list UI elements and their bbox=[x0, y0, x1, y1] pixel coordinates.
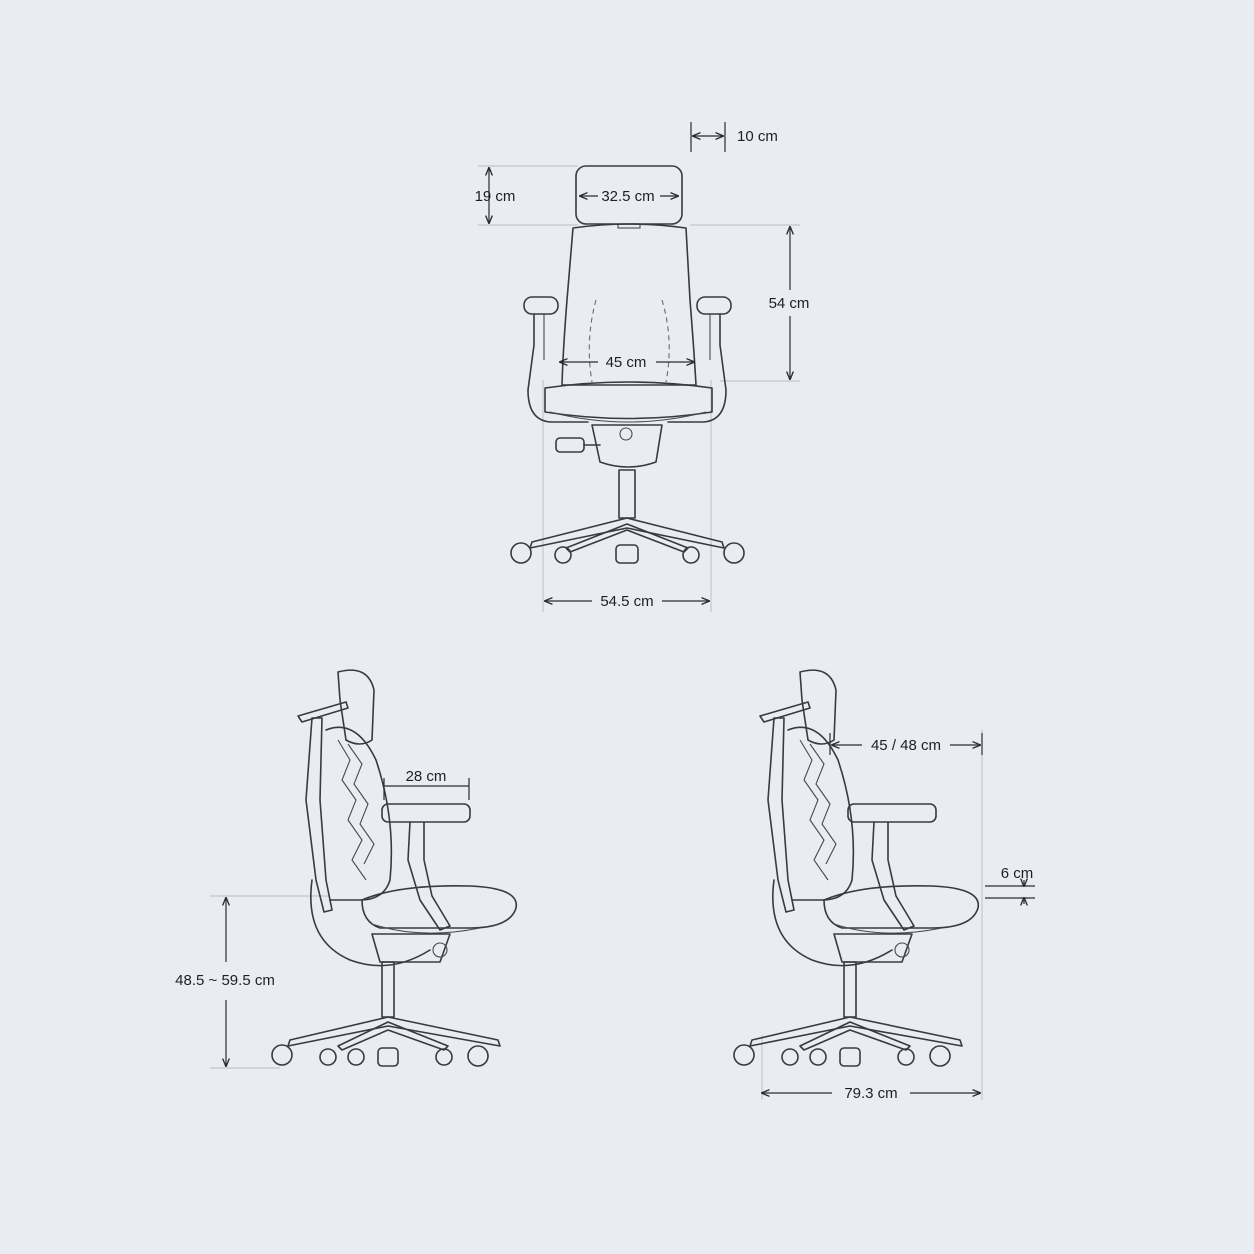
headrest-width-label: 32.5 cm bbox=[601, 188, 654, 205]
armrest-length-label: 28 cm bbox=[406, 768, 447, 785]
seat-width-label: 45 cm bbox=[606, 354, 647, 371]
right-dimension-lines bbox=[762, 733, 1035, 1093]
side-view-chair-left bbox=[210, 669, 517, 1069]
seat-depth-adjust-label: 6 cm bbox=[1001, 865, 1034, 882]
headrest-offset-label: 10 cm bbox=[737, 128, 778, 145]
seat-depth-label: 45 / 48 cm bbox=[871, 737, 941, 754]
front-view-chair bbox=[478, 165, 800, 612]
front-dimension-lines bbox=[489, 122, 790, 601]
headrest-height-label: 19 cm bbox=[475, 188, 516, 205]
backrest-height-label: 54 cm bbox=[769, 295, 810, 312]
base-width-label: 54.5 cm bbox=[600, 593, 653, 610]
left-dimension-lines bbox=[226, 778, 470, 1066]
overall-depth-label: 79.3 cm bbox=[844, 1085, 897, 1102]
seat-height-label: 48.5 ~ 59.5 cm bbox=[175, 972, 275, 989]
side-view-chair-right bbox=[733, 669, 983, 1100]
